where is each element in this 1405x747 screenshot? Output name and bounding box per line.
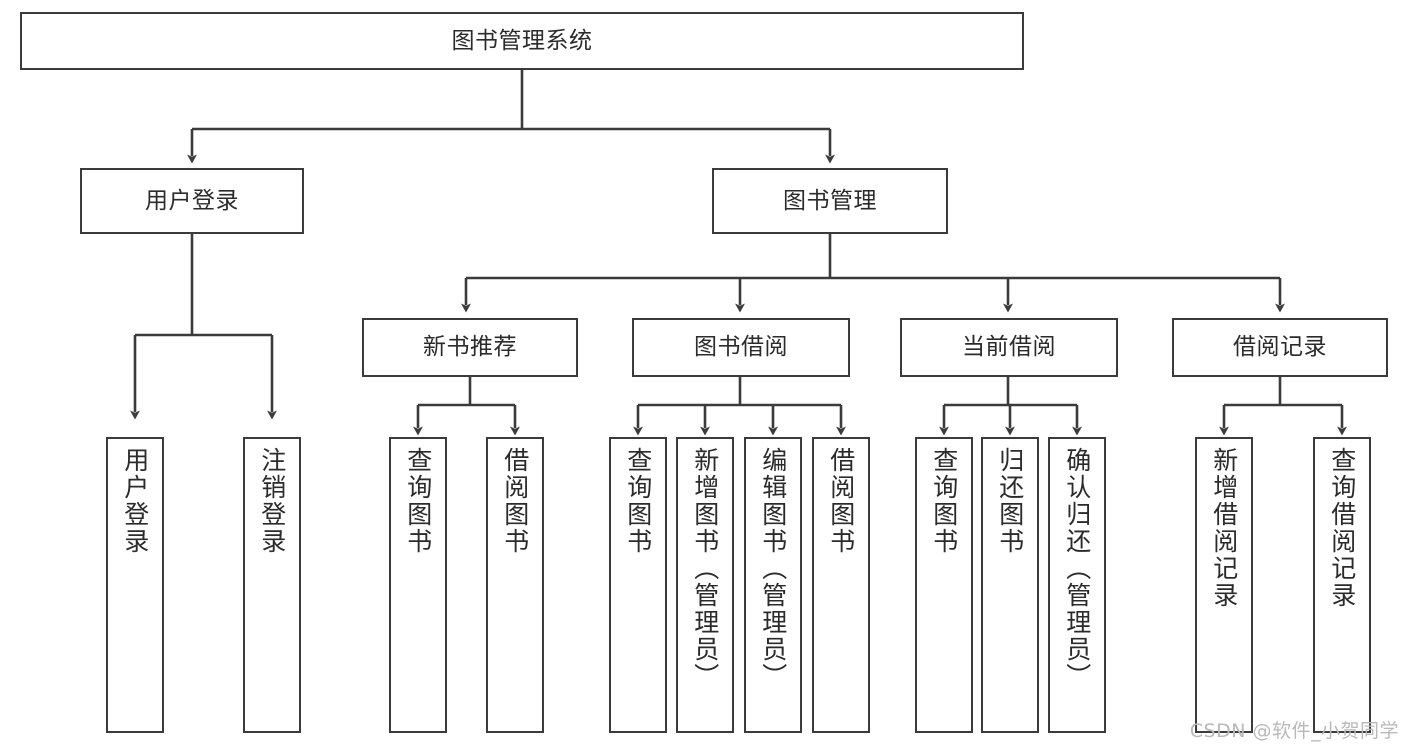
node-label: 用户登录 (145, 187, 239, 214)
node-label: 查询图书 (623, 447, 653, 555)
leaf-current-borrow-return[interactable]: 归还图书 (981, 437, 1039, 733)
leaf-user-login-login[interactable]: 用户登录 (106, 437, 164, 733)
node-label: 编辑图书（管理员） (758, 447, 788, 690)
leaf-book-borrow-add[interactable]: 新增图书（管理员） (676, 437, 734, 733)
leaf-new-book-borrow[interactable]: 借阅图书 (486, 437, 544, 733)
node-label: 图书管理系统 (451, 27, 593, 54)
node-label: 查询图书 (403, 447, 433, 555)
node-current-borrowing[interactable]: 当前借阅 (900, 318, 1118, 377)
node-new-book-recommendation[interactable]: 新书推荐 (362, 318, 578, 377)
node-label: 新增图书（管理员） (690, 447, 720, 690)
leaf-current-borrow-confirm-return[interactable]: 确认归还（管理员） (1048, 437, 1106, 733)
node-label: 借阅图书 (826, 447, 856, 555)
node-book-borrowing[interactable]: 图书借阅 (632, 318, 850, 377)
node-label: 注销登录 (257, 447, 287, 555)
node-label: 图书管理 (783, 187, 877, 214)
leaf-record-add[interactable]: 新增借阅记录 (1195, 437, 1253, 733)
leaf-new-book-query[interactable]: 查询图书 (389, 437, 447, 733)
node-label: 借阅图书 (500, 447, 530, 555)
leaf-book-borrow-borrow[interactable]: 借阅图书 (812, 437, 870, 733)
leaf-user-login-logout[interactable]: 注销登录 (243, 437, 301, 733)
node-user-login[interactable]: 用户登录 (80, 168, 304, 234)
node-label: 归还图书 (995, 447, 1025, 555)
csdn-watermark: CSDN @软件_小贺同学 (1189, 720, 1399, 742)
node-book-management[interactable]: 图书管理 (712, 168, 948, 234)
leaf-record-query[interactable]: 查询借阅记录 (1313, 437, 1371, 733)
node-label: 确认归还（管理员） (1062, 447, 1092, 690)
node-label: 新增借阅记录 (1209, 447, 1239, 609)
node-label: 查询图书 (929, 447, 959, 555)
node-borrow-records[interactable]: 借阅记录 (1172, 318, 1388, 377)
leaf-book-borrow-edit[interactable]: 编辑图书（管理员） (744, 437, 802, 733)
leaf-current-borrow-query[interactable]: 查询图书 (915, 437, 973, 733)
leaf-book-borrow-query[interactable]: 查询图书 (609, 437, 667, 733)
node-label: 当前借阅 (962, 334, 1056, 361)
node-label: 查询借阅记录 (1327, 447, 1357, 609)
node-label: 图书借阅 (694, 334, 788, 361)
node-label: 新书推荐 (423, 334, 517, 361)
node-label: 借阅记录 (1233, 334, 1327, 361)
node-root-system[interactable]: 图书管理系统 (20, 12, 1024, 70)
node-label: 用户登录 (120, 447, 150, 555)
